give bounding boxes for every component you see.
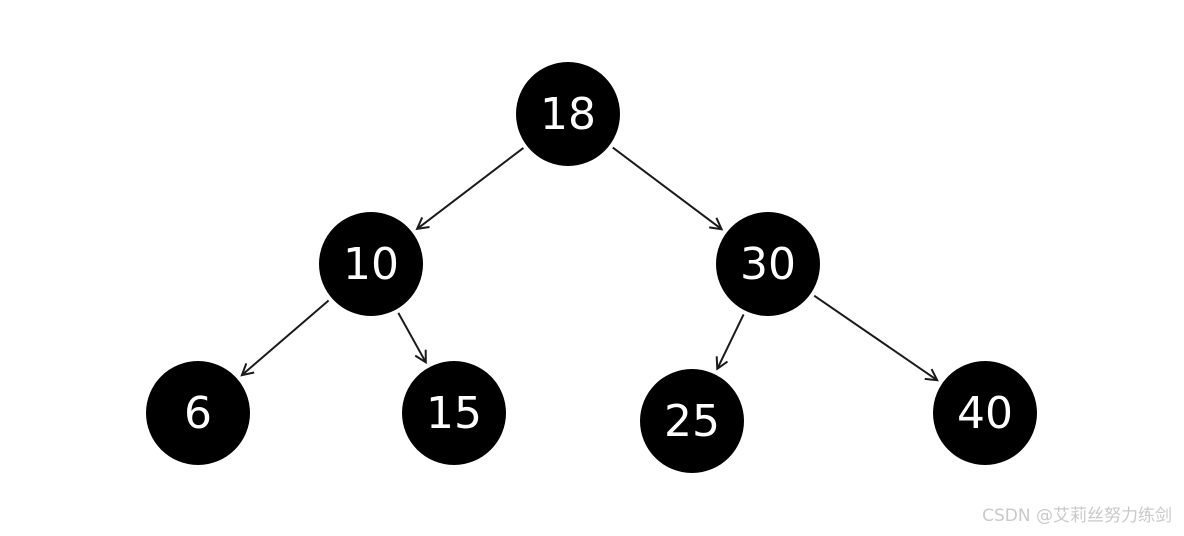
tree-node-40: 40: [933, 361, 1037, 465]
edge-arrow-n30-n25: [717, 313, 745, 368]
tree-node-6: 6: [146, 361, 250, 465]
tree-node-18: 18: [516, 62, 620, 166]
tree-node-30: 30: [716, 212, 820, 316]
edge-arrow-n10-n6: [242, 299, 330, 376]
node-label: 15: [426, 388, 482, 439]
node-circle: [319, 212, 423, 316]
edge-arrow-n10-n15: [397, 312, 426, 362]
node-label: 30: [740, 239, 796, 290]
edges-layer: [242, 146, 937, 381]
tree-node-10: 10: [319, 212, 423, 316]
edge-arrow-n18-n30: [612, 146, 722, 230]
node-circle: [716, 212, 820, 316]
node-label: 10: [343, 239, 399, 290]
node-circle: [933, 361, 1037, 465]
node-label: 40: [957, 388, 1013, 439]
watermark-text: CSDN @艾莉丝努力练剑: [982, 506, 1172, 526]
tree-node-15: 15: [402, 361, 506, 465]
edge-arrow-n18-n10: [417, 147, 525, 229]
nodes-layer: 18 10 30 6 15 25 40: [146, 62, 1037, 473]
node-circle: [402, 361, 506, 465]
node-label: 6: [184, 388, 212, 439]
edge-arrow-n30-n40: [813, 294, 937, 381]
node-circle: [146, 361, 250, 465]
node-circle: [516, 62, 620, 166]
tree-node-25: 25: [640, 369, 744, 473]
node-label: 18: [540, 89, 596, 140]
node-circle: [640, 369, 744, 473]
node-label: 25: [664, 396, 720, 447]
